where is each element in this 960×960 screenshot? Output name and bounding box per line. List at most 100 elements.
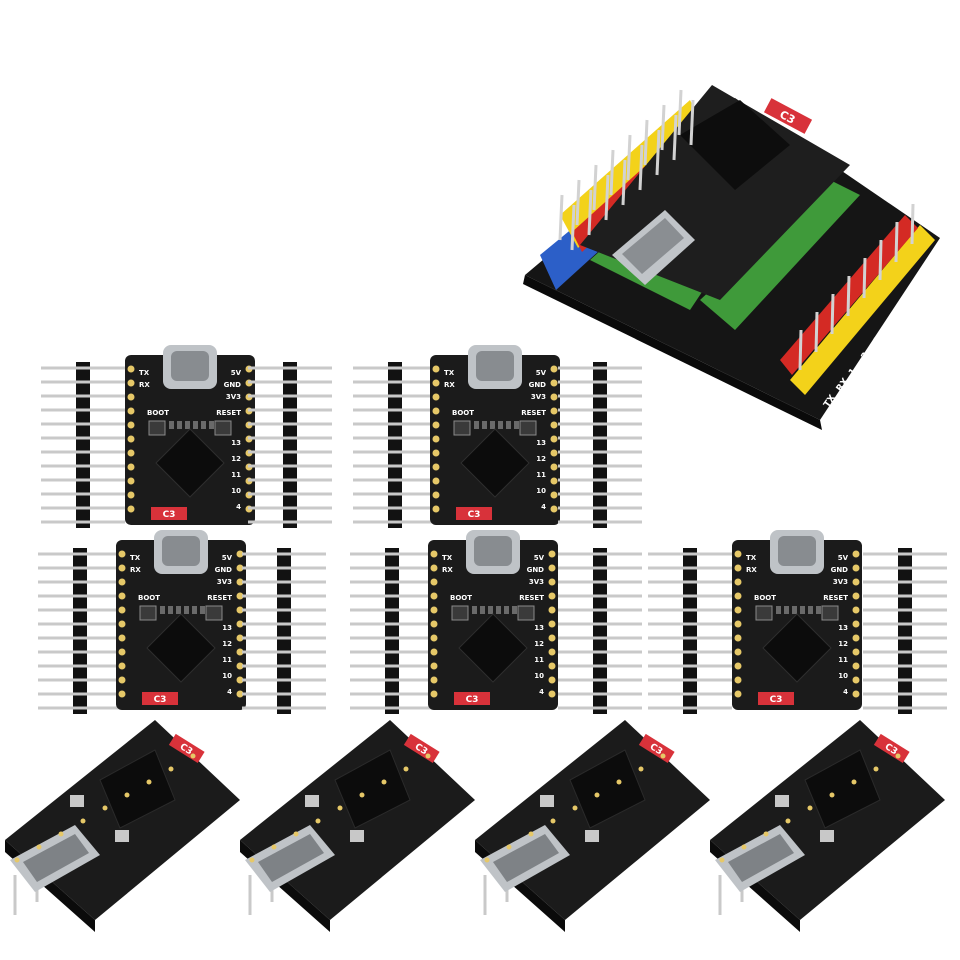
green-carrier-right <box>700 180 860 330</box>
usb-c-port <box>770 530 824 574</box>
boot-label: BOOT <box>754 594 776 602</box>
edge-pad <box>734 662 742 670</box>
edge-pad <box>430 550 438 558</box>
c3-pad <box>454 692 490 705</box>
edge-pad <box>381 779 387 785</box>
edge-pad <box>616 779 622 785</box>
pin-label: 5V <box>222 554 233 562</box>
pin-label: RX <box>746 566 757 574</box>
edge-pad <box>127 379 135 387</box>
pin-label: TX <box>139 369 150 377</box>
expansion-pin <box>626 134 632 181</box>
boot-button <box>70 795 84 807</box>
edge-pad <box>403 766 409 772</box>
pin-number: 4 <box>539 688 544 696</box>
edge-pad <box>432 477 440 485</box>
edge-pad <box>190 753 196 759</box>
smd-component <box>816 606 821 614</box>
reset-label: RESET <box>519 594 544 602</box>
edge-pad <box>236 648 244 656</box>
edge-pad <box>734 550 742 558</box>
smd-component <box>474 421 479 429</box>
edge-pad <box>337 805 343 811</box>
expansion-pin <box>587 189 593 236</box>
edge-pad <box>236 690 244 698</box>
edge-pad <box>550 379 558 387</box>
edge-pad <box>852 578 860 586</box>
pin-number: 13 <box>536 439 546 447</box>
expansion-header-label: 5 <box>897 303 909 314</box>
usb-c-port <box>10 825 100 892</box>
edge-pad <box>432 505 440 513</box>
header-plastic <box>898 548 912 714</box>
edge-pad <box>852 606 860 614</box>
pin-number: 13 <box>838 624 848 632</box>
pin-number: 10 <box>222 672 232 680</box>
c3-board-angled-view: C3 <box>5 720 240 932</box>
esp32-c3-chip <box>458 613 528 683</box>
pin-number: 13 <box>231 439 241 447</box>
edge-pad <box>118 564 126 572</box>
edge-pad <box>118 676 126 684</box>
esp32-c3-chip <box>460 428 530 498</box>
edge-pad <box>127 491 135 499</box>
pin-label: GND <box>529 381 547 389</box>
smd-component <box>168 606 173 614</box>
edge-pad <box>118 690 126 698</box>
edge-pad <box>430 620 438 628</box>
edge-pad <box>102 805 108 811</box>
c3-pad <box>151 507 187 520</box>
reset-button <box>585 830 599 842</box>
smd-component <box>506 421 511 429</box>
edge-pad <box>432 463 440 471</box>
expansion-pin <box>677 89 683 136</box>
esp32-c3-chip <box>146 613 216 683</box>
pin-label: 3V3 <box>529 578 544 586</box>
edge-pad <box>432 449 440 457</box>
expansion-pin <box>643 119 649 166</box>
smd-component <box>512 606 517 614</box>
smd-component <box>184 606 189 614</box>
boot-button <box>305 795 319 807</box>
edge-pad <box>548 676 556 684</box>
boot-label: BOOT <box>147 409 169 417</box>
pin-label: 5V <box>534 554 545 562</box>
edge-pad <box>236 634 244 642</box>
edge-pad <box>425 753 431 759</box>
smd-component <box>472 606 477 614</box>
pin-label: RX <box>139 381 150 389</box>
header-plastic <box>73 548 87 714</box>
edge-pad <box>550 505 558 513</box>
expansion-usb-c <box>612 210 695 285</box>
pin-number: 11 <box>231 471 241 479</box>
edge-pad <box>430 578 438 586</box>
edge-pad <box>118 592 126 600</box>
expansion-pin <box>862 257 867 299</box>
expansion-pin <box>575 179 581 226</box>
pin-number: 11 <box>838 656 848 664</box>
edge-pad <box>528 831 534 837</box>
expansion-pin <box>910 203 915 245</box>
edge-pad <box>249 857 255 863</box>
pin-number: 13 <box>534 624 544 632</box>
pin-number: 4 <box>541 503 546 511</box>
edge-pad <box>236 578 244 586</box>
header-plastic <box>593 548 607 714</box>
pin-number: 10 <box>536 487 546 495</box>
expansion-header-label: 3 <box>872 335 884 346</box>
smd-component <box>808 606 813 614</box>
edge-pad <box>432 365 440 373</box>
pin-number: 4 <box>227 688 232 696</box>
pin-label: 5V <box>536 369 547 377</box>
c3-label: C3 <box>154 695 167 705</box>
pin-number: 12 <box>838 640 848 648</box>
edge-pad <box>852 690 860 698</box>
smd-component <box>482 421 487 429</box>
esp32-c3-chip <box>155 428 225 498</box>
edge-pad <box>127 365 135 373</box>
edge-pad <box>127 435 135 443</box>
smd-component <box>185 421 190 429</box>
edge-pad <box>852 634 860 642</box>
edge-pad <box>829 792 835 798</box>
edge-pad <box>236 592 244 600</box>
